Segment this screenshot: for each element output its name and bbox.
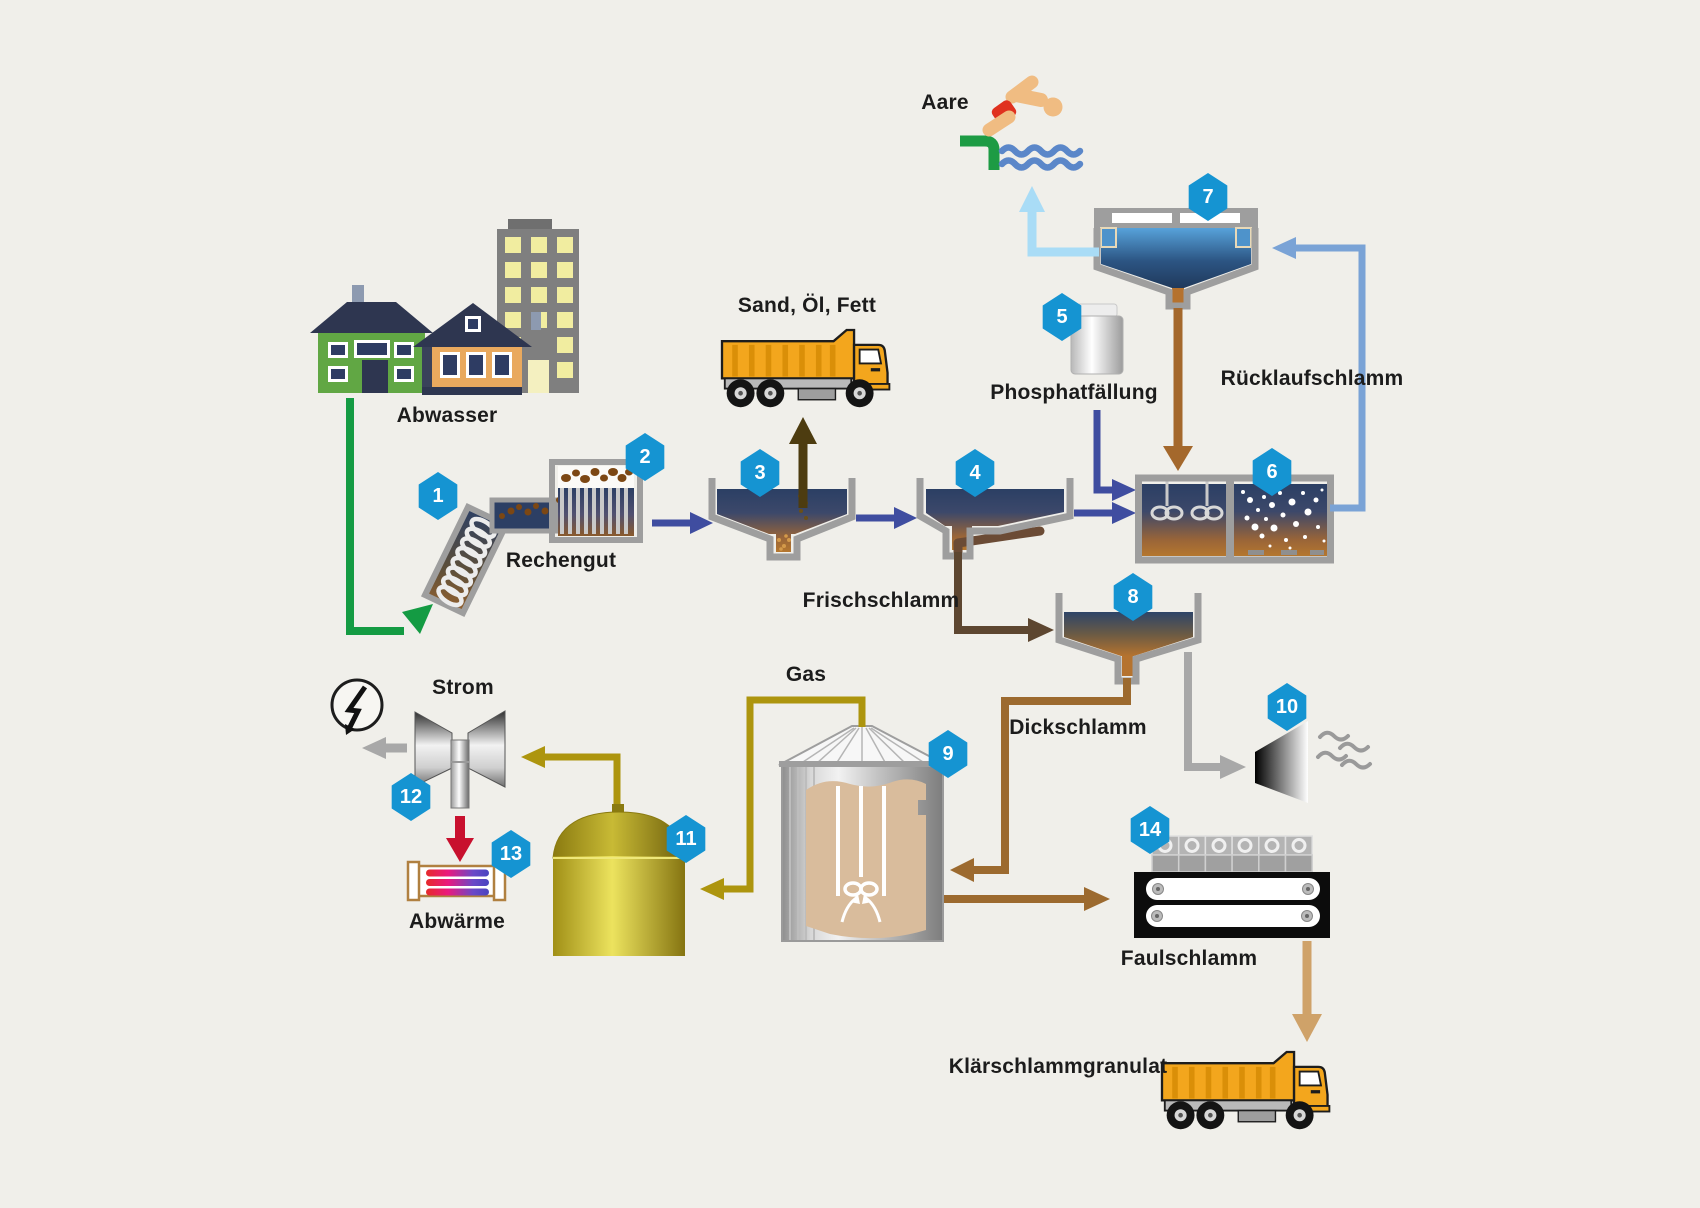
label-abwaerme: Abwärme [409, 910, 505, 933]
sludge-dewatering-press [1134, 835, 1330, 938]
digester-tower [778, 725, 947, 942]
label-frischschlamm: Frischschlamm [802, 589, 960, 612]
label-strom: Strom [432, 676, 494, 699]
label-rechengut: Rechengut [505, 549, 617, 572]
secondary-clarifier-tank [1093, 208, 1259, 310]
label-abwasser: Abwasser [396, 404, 498, 427]
power-arrow [362, 737, 407, 759]
label-ruecklaufschlamm: Rücklaufschlamm [1220, 367, 1404, 390]
phosphate-canister [1070, 303, 1124, 375]
aeration-bubbles [1241, 488, 1326, 550]
flare-gas-line [1184, 652, 1246, 779]
gas-line-digester-to-holder [700, 696, 866, 900]
flow-arrow-grit-to-primary [856, 507, 917, 529]
gas-flare-icon [1255, 721, 1372, 803]
sludge-granulate-truck [1162, 1052, 1329, 1129]
label-phosphatfaellung: Phosphatfällung [990, 381, 1158, 404]
aare-river-icon [960, 75, 1084, 171]
heat-exchanger [406, 860, 507, 902]
screenings-particles [499, 497, 562, 519]
wastewater-inflow-arrow [346, 398, 433, 635]
river-waves-icon [998, 144, 1084, 171]
flow-arrow-primary-to-aeration [1074, 502, 1136, 524]
screw-conveyor [420, 497, 562, 617]
label-dickschlamm: Dickschlamm [1009, 716, 1147, 739]
lightning-bolt-icon [330, 678, 384, 735]
thick-sludge-line [950, 678, 1131, 882]
digested-sludge-line [944, 887, 1110, 911]
fresh-sludge-line [954, 552, 1054, 642]
orange-house [413, 303, 541, 395]
label-gas: Gas [785, 663, 827, 686]
swimmer-diving-icon [982, 75, 1063, 137]
gas-line-holder-to-turbine [521, 746, 621, 810]
primary-clarifier-tank [916, 478, 1074, 560]
label-faulschlamm: Faulschlamm [1120, 947, 1258, 970]
diving-block-icon [960, 135, 1000, 170]
label-sand-oel-fett: Sand, Öl, Fett [737, 294, 877, 317]
effluent-arrow [1019, 186, 1099, 257]
mixer-icon [1165, 481, 1209, 506]
heat-arrow [446, 816, 474, 862]
sand-oil-fat-truck [722, 330, 889, 407]
label-klaerschlammgranulat: Klärschlammgranulat [948, 1055, 1168, 1078]
grit-chamber-tank [708, 478, 856, 561]
clarifier-sludge-arrow [1163, 308, 1193, 471]
heat-waves-icon [1316, 730, 1372, 770]
scraper-arm [953, 526, 1045, 559]
gas-turbine [414, 710, 506, 809]
aeration-tank [1135, 474, 1334, 564]
screening-unit [549, 459, 643, 543]
green-house [310, 285, 433, 393]
return-sludge-line [1272, 237, 1366, 512]
phosphate-dosing-arrow [1093, 410, 1136, 501]
sand-oil-fat-arrow [789, 417, 817, 508]
flow-arrow-screen-to-grit [652, 512, 713, 534]
gas-holder [552, 804, 686, 956]
city-buildings [310, 219, 579, 395]
label-aare: Aare [921, 91, 969, 114]
tower-roof-box [508, 219, 552, 229]
granulate-arrow [1292, 941, 1322, 1042]
